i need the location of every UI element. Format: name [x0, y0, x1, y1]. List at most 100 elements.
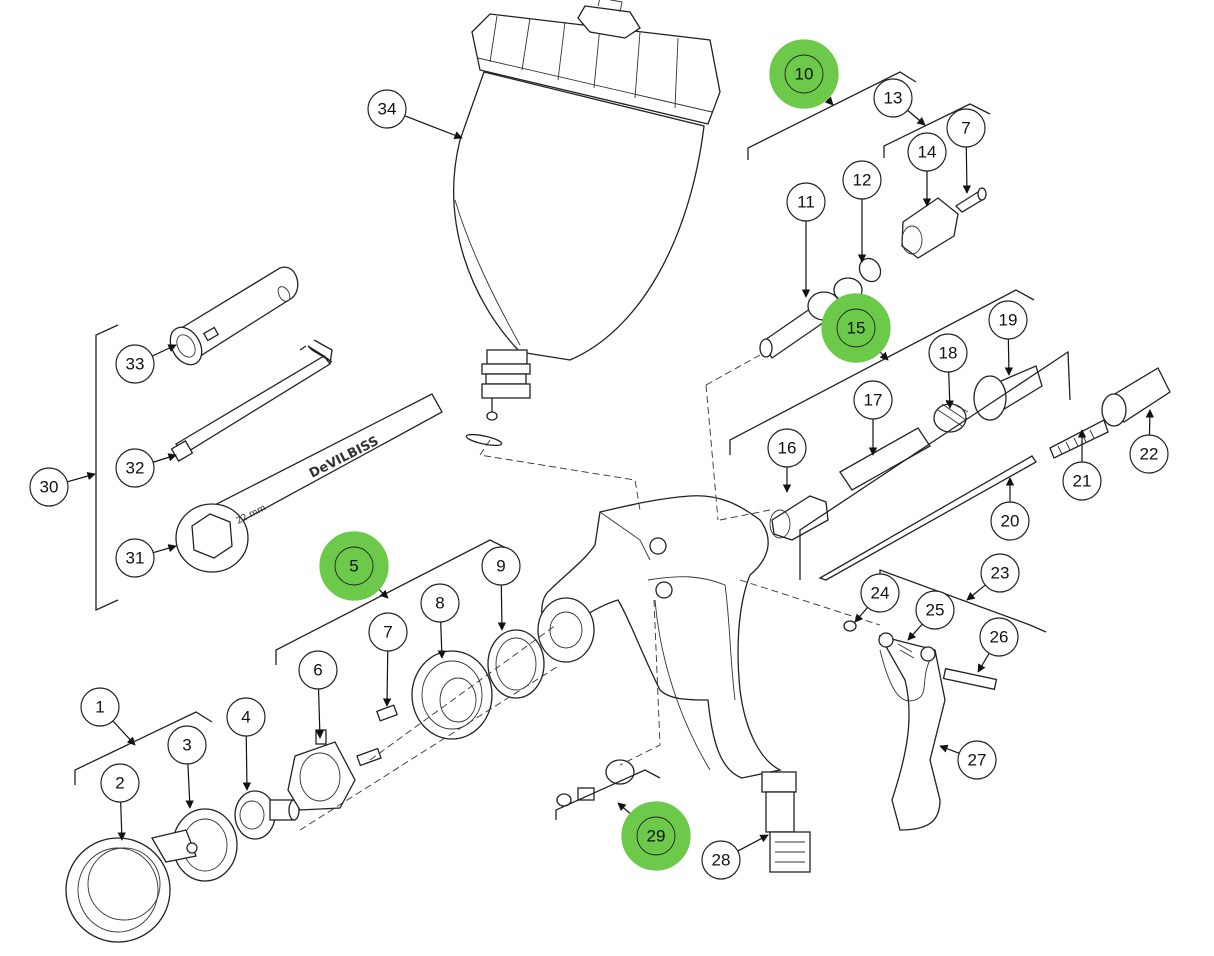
- callout-c33: 33: [115, 344, 155, 384]
- callout-circle-c12: [842, 160, 882, 200]
- cleaning-tool: [169, 266, 299, 366]
- callout-circle-c27: [957, 740, 997, 780]
- callout-circle-c13: [873, 78, 913, 118]
- callout-circle-c7a: [368, 612, 408, 652]
- callout-circle-c31: [115, 538, 155, 578]
- callout-ring-c29: [636, 816, 676, 856]
- callout-circle-c30: [29, 467, 69, 507]
- callout-number-c15: 15: [847, 319, 866, 338]
- callout-circle-c9: [481, 546, 521, 586]
- callout-number-c18: 18: [939, 344, 958, 363]
- callout-circle-c25: [915, 590, 955, 630]
- callout-number-c25: 25: [926, 601, 945, 620]
- spreader-valve-screw-2: [356, 747, 382, 767]
- callout-number-c5: 5: [349, 557, 358, 576]
- callout-number-c33: 33: [126, 355, 145, 374]
- paint-cup: [453, 0, 721, 447]
- callout-leader-c32: [152, 453, 177, 463]
- callout-c32: 32: [115, 448, 155, 488]
- callout-c6: 6: [298, 650, 338, 690]
- callout-leader-c9: [497, 584, 507, 631]
- callout-leader-c30: [67, 472, 96, 483]
- callout-c30: 30: [29, 467, 69, 507]
- tool-kit: DeVILBISS 22 mm: [95, 266, 443, 612]
- callout-c8: 8: [420, 583, 460, 623]
- callout-leader-c7a: [382, 650, 392, 707]
- callout-circle-c19: [988, 300, 1028, 340]
- callout-circle-c20: [990, 501, 1030, 541]
- callout-number-c19: 19: [999, 311, 1018, 330]
- callout-leader-c8: [437, 621, 446, 659]
- callout-c14: 14: [907, 132, 947, 172]
- callout-c21: 21: [1062, 461, 1102, 501]
- callout-ring-c5: [334, 546, 374, 586]
- nozzle-adapters: [556, 759, 635, 807]
- callout-leader-c18: [945, 371, 954, 409]
- callout-number-c26: 26: [990, 628, 1009, 647]
- callout-number-c8: 8: [435, 594, 444, 613]
- callout-circle-c5: [319, 531, 389, 601]
- callout-c9: 9: [481, 546, 521, 586]
- callout-ring-c10: [784, 54, 824, 94]
- callout-c12: 12: [842, 160, 882, 200]
- callout-c16: 16: [767, 428, 807, 468]
- callout-ring-c15: [836, 308, 876, 348]
- callout-circle-c4: [226, 697, 266, 737]
- callout-circle-c34: [367, 89, 407, 129]
- callout-c24: 24: [860, 573, 900, 613]
- callout-number-c14: 14: [918, 143, 937, 162]
- callout-circle-c2: [100, 763, 140, 803]
- air-cap-ring: [65, 837, 171, 943]
- callout-leader-c25: [907, 623, 923, 641]
- callout-circle-c16: [767, 428, 807, 468]
- callout-circle-c33: [115, 344, 155, 384]
- callout-circle-c11: [786, 182, 826, 222]
- callout-c7a: 7: [368, 612, 408, 652]
- callout-number-c23: 23: [991, 564, 1010, 583]
- baffle: [287, 729, 356, 811]
- callout-leader-c26: [977, 652, 990, 673]
- callout-number-c7a: 7: [383, 623, 392, 642]
- callout-number-c1: 1: [95, 698, 104, 717]
- callout-number-c9: 9: [496, 557, 505, 576]
- callout-number-c10: 10: [795, 65, 814, 84]
- callout-number-c12: 12: [853, 171, 872, 190]
- seal: [487, 629, 545, 699]
- callout-c11: 11: [786, 182, 826, 222]
- callout-number-c21: 21: [1073, 472, 1092, 491]
- callout-c27: 27: [957, 740, 997, 780]
- callout-leader-c13: [907, 109, 926, 126]
- callout-circle-c28: [701, 840, 741, 880]
- callout-c3: 3: [167, 725, 207, 765]
- gun-body: [537, 495, 782, 779]
- callout-number-c29: 29: [647, 827, 666, 846]
- callout-c2: 2: [100, 763, 140, 803]
- callout-leader-c6: [315, 688, 324, 739]
- callout-circle-c22: [1129, 434, 1169, 474]
- callout-number-c22: 22: [1140, 445, 1159, 464]
- callout-c17: 17: [853, 380, 893, 420]
- callout-c23: 23: [980, 553, 1020, 593]
- callout-leader-c34: [404, 115, 463, 140]
- callout-leader-c24: [854, 606, 869, 623]
- callout-number-c27: 27: [968, 751, 987, 770]
- callout-leader-c27: [939, 744, 960, 754]
- callout-leader-c19: [1004, 338, 1014, 376]
- callout-number-c16: 16: [778, 439, 797, 458]
- callout-c13: 13: [873, 78, 913, 118]
- callout-number-c13: 13: [884, 89, 903, 108]
- callout-leader-c4: [242, 735, 252, 791]
- callout-circle-c14: [907, 132, 947, 172]
- callout-circle-c3: [167, 725, 207, 765]
- callout-c7b: 7: [946, 108, 986, 148]
- callout-leader-c31: [153, 544, 177, 554]
- callout-circle-c23: [980, 553, 1020, 593]
- callout-c19: 19: [988, 300, 1028, 340]
- callout-circle-c24: [860, 573, 900, 613]
- callout-c5: 5: [319, 531, 389, 601]
- callout-number-c30: 30: [40, 478, 59, 497]
- callout-c28: 28: [701, 840, 741, 880]
- callout-circle-c6: [298, 650, 338, 690]
- callout-leader-c7b: [962, 146, 972, 194]
- callout-c20: 20: [990, 501, 1030, 541]
